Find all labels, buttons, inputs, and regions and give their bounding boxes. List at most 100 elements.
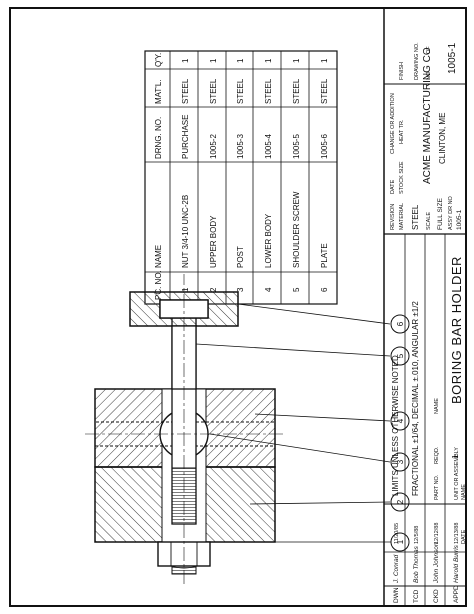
balloon-3 [390,452,410,472]
material-value: STEEL [411,204,420,230]
balloon-5-label: 5 [396,353,405,358]
cell-pc: 2 [209,287,218,292]
cell-pc: 3 [236,287,245,292]
header-qty: Q'Y. [154,53,163,67]
title-block: DWN TCD CKD APPD J. Conrad 11/20/85 Bob … [383,8,467,606]
cell-pc: 5 [292,287,301,292]
table-row: 2 UPPER BODY 1005-2 STEEL 1 [209,58,218,292]
reqd-value: 1 [451,454,460,459]
sheet-border [9,7,467,607]
balloon-4-label: 4 [396,418,405,423]
company-name: ACME MANUFACTURING CO [422,47,433,184]
header-matl: MAT'L. [154,80,163,105]
balloon-5 [390,346,410,366]
cell-qty: 1 [181,58,190,63]
cell-matl: STEEL [320,78,329,104]
cell-pc: 1 [181,287,190,292]
limits-text: FRACTIONAL ±1/64, DECIMAL ±.010, ANGULAR… [411,301,420,496]
balloon-1-label: 1 [396,539,405,544]
table-row: 6 PLATE 1005-6 STEEL 1 [320,58,329,292]
assy-value: 1005-1 [456,209,463,230]
appd-date: 12/13/88 [454,523,460,544]
unit-label: UNIT OR ASSEMBLY [454,447,460,500]
drawing-title: BORING BAR HOLDER [449,256,464,404]
scale-value: FULL SIZE [437,197,444,230]
part-no-label: PART NO. [434,474,440,500]
company-city: CLINTON, ME [438,113,447,164]
balloon-2-label: 2 [396,499,405,504]
no-label: NO [426,71,432,80]
change-label: CHANGE OR ADDITION [390,93,396,154]
balloon-1 [390,532,410,552]
balloon-3-label: 3 [396,459,405,464]
cell-drng: PURCHASE [181,115,190,159]
assembly-section-view [85,274,285,584]
material-label: MATERIAL [399,203,405,230]
table-row: 5 SHOULDER SCREW 1005-5 STEEL 1 [292,58,301,292]
finish-label: FINISH [399,62,405,80]
ckd-name: John Johnson [433,542,440,584]
role-ckd: CKD [433,589,440,603]
tcd-name: Bob Thomas [413,545,420,583]
ckd-date: 12/12/88 [434,523,440,544]
stock-size-label: STOCK SIZE [399,161,405,194]
cell-qty: 1 [264,58,273,63]
header-name: NAME [154,245,163,268]
revision-label: REVISION [390,204,396,230]
cell-matl: STEEL [264,78,273,104]
drawing-no: 1005-1 [447,42,458,74]
table-row: 3 POST 1005-3 STEEL 1 [236,58,245,292]
cell-matl: STEEL [236,78,245,104]
cell-qty: 1 [236,58,245,63]
cell-qty: 1 [320,58,329,63]
tcd-date: 12/5/88 [414,526,420,544]
drawing-no-label: DRAWING NO. [414,42,420,80]
cell-drng: 1005-6 [320,134,329,159]
of-label: OF [426,46,432,54]
header-pc-no: PC. NO. [154,270,163,300]
balloon-2 [390,492,410,512]
cell-drng: 1005-2 [209,134,218,159]
role-appd: APPD [453,585,460,603]
balloon-4 [390,411,410,431]
appd-name: Harold Burris [453,544,460,583]
balloon-6 [390,314,410,334]
table-row: 4 LOWER BODY 1005-4 STEEL 1 [264,58,273,292]
dwn-name: J. Conrad [393,554,400,584]
name-label: NAME [434,398,440,414]
cell-name: SHOULDER SCREW [292,191,301,268]
part-balloons: 1 2 3 4 5 6 [181,303,410,552]
cell-qty: 1 [209,58,218,63]
assy-label: ASSY DR NO [448,195,454,230]
parts-list-table: PC. NO. NAME DRNG. NO. MAT'L. Q'Y. 1 NUT… [144,50,338,305]
name-header: NAME [461,484,467,500]
scale-label: SCALE [426,212,432,230]
date-header: DATE [461,529,467,544]
cell-name: PLATE [320,243,329,268]
cell-matl: STEEL [292,78,301,104]
cell-pc: 6 [320,287,329,292]
cell-pc: 4 [264,287,273,292]
limits-title: LIMITS UNLESS OTHERWISE NOTED [391,355,400,496]
cell-drng: 1005-3 [236,134,245,159]
cell-matl: STEEL [181,78,190,104]
role-dwn: DWN [393,587,400,603]
header-drng-no: DRNG. NO. [154,117,163,159]
cell-drng: 1005-4 [264,134,273,159]
cell-name: NUT 3/4-10 UNC-2B [181,195,190,268]
dwn-date: 11/20/85 [394,523,400,544]
cell-matl: STEEL [209,78,218,104]
cell-name: UPPER BODY [209,215,218,268]
balloon-6-label: 6 [396,321,405,326]
heat-tr-label: HEAT TR. [399,119,405,144]
role-tcd: TCD [413,589,420,603]
date-label: DATE [390,179,396,194]
table-row: 1 NUT 3/4-10 UNC-2B PURCHASE STEEL 1 [181,58,190,292]
cell-qty: 1 [292,58,301,63]
cell-drng: 1005-5 [292,134,301,159]
cell-name: LOWER BODY [264,213,273,268]
reqd-label: REQD. [434,446,440,464]
